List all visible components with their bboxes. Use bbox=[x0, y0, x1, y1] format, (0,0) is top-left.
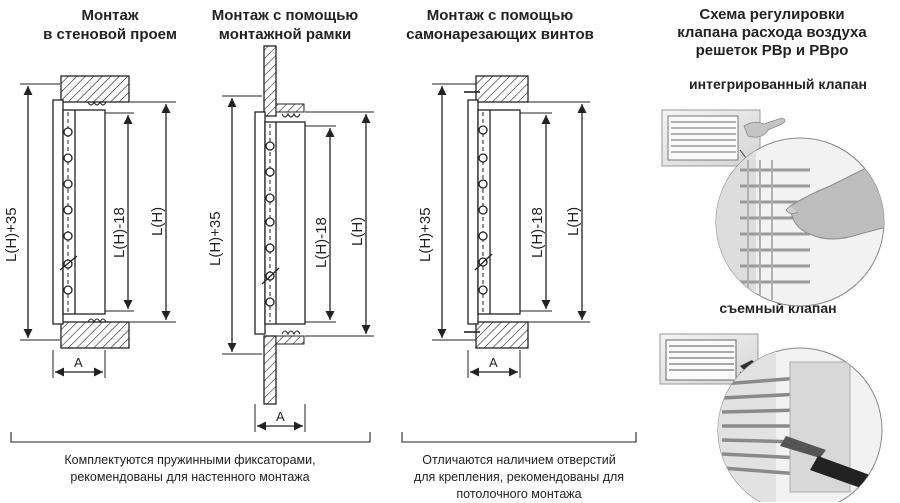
bracket-springs bbox=[10, 432, 371, 443]
note-holes-line-2: для крепления, рекомендованы для bbox=[413, 470, 625, 484]
dim-width-1: A bbox=[74, 355, 83, 370]
header-screws-mount: Монтаж с помощью самонарезающих винтов bbox=[390, 6, 610, 44]
photo-integrated-valve bbox=[661, 109, 885, 307]
diagram-self-tapping-screws bbox=[432, 75, 590, 378]
wall-bottom-hatch bbox=[60, 321, 130, 349]
note-spring-fixers: Комплектуются пружинными фиксаторами, ре… bbox=[10, 452, 370, 486]
diagram-wall-opening bbox=[20, 75, 176, 378]
header-wall-line-2: в стеновой проем bbox=[43, 26, 177, 43]
header-scheme-line-3: решеток РВр и РВро bbox=[695, 42, 849, 59]
header-scheme-line-2: клапана расхода воздуха bbox=[677, 24, 867, 41]
note-holes-line-1: Отличаются наличием отверстий bbox=[422, 453, 616, 467]
dim-inner-1: L(H)-18 bbox=[111, 207, 128, 258]
dim-total-3: L(H)+35 bbox=[417, 207, 434, 262]
dim-height-2: L(H) bbox=[349, 217, 366, 246]
dim-height-1: L(H) bbox=[149, 207, 166, 236]
header-screws-line-2: самонарезающих винтов bbox=[406, 26, 594, 43]
photo-removable-valve bbox=[659, 333, 883, 502]
header-wall-mount: Монтаж в стеновой проем bbox=[20, 6, 200, 44]
dim-inner-3: L(H)-18 bbox=[529, 207, 546, 258]
diagram-mounting-frame bbox=[222, 45, 374, 432]
wall-top-hatch bbox=[60, 75, 130, 103]
header-scheme-line-1: Схема регулировки bbox=[699, 6, 845, 23]
header-frame-line-1: Монтаж с помощью bbox=[211, 7, 359, 24]
dim-total-1: L(H)+35 bbox=[3, 207, 20, 262]
note-holes-line-3: потолочного монтажа bbox=[456, 487, 582, 501]
dim-total-2: L(H)+35 bbox=[207, 211, 224, 266]
header-frame-mount: Монтаж с помощью монтажной рамки bbox=[190, 6, 380, 44]
dim-inner-2: L(H)-18 bbox=[313, 217, 330, 268]
header-screws-line-1: Монтаж с помощью bbox=[426, 7, 574, 24]
header-valve-scheme: Схема регулировки клапана расхода воздух… bbox=[652, 6, 892, 60]
header-frame-line-2: монтажной рамки bbox=[218, 26, 352, 43]
dim-width-2: A bbox=[276, 409, 285, 424]
dim-height-3: L(H) bbox=[565, 207, 582, 236]
bracket-holes bbox=[401, 432, 637, 443]
note-springs-line-1: Комплектуются пружинными фиксаторами, bbox=[64, 453, 316, 467]
header-wall-line-1: Монтаж bbox=[81, 7, 139, 24]
note-springs-line-2: рекомендованы для настенного монтажа bbox=[70, 470, 310, 484]
note-mounting-holes: Отличаются наличием отверстий для крепле… bbox=[396, 452, 642, 503]
dim-width-3: A bbox=[489, 355, 498, 370]
label-integrated-valve: интегрированный клапан bbox=[689, 76, 867, 92]
